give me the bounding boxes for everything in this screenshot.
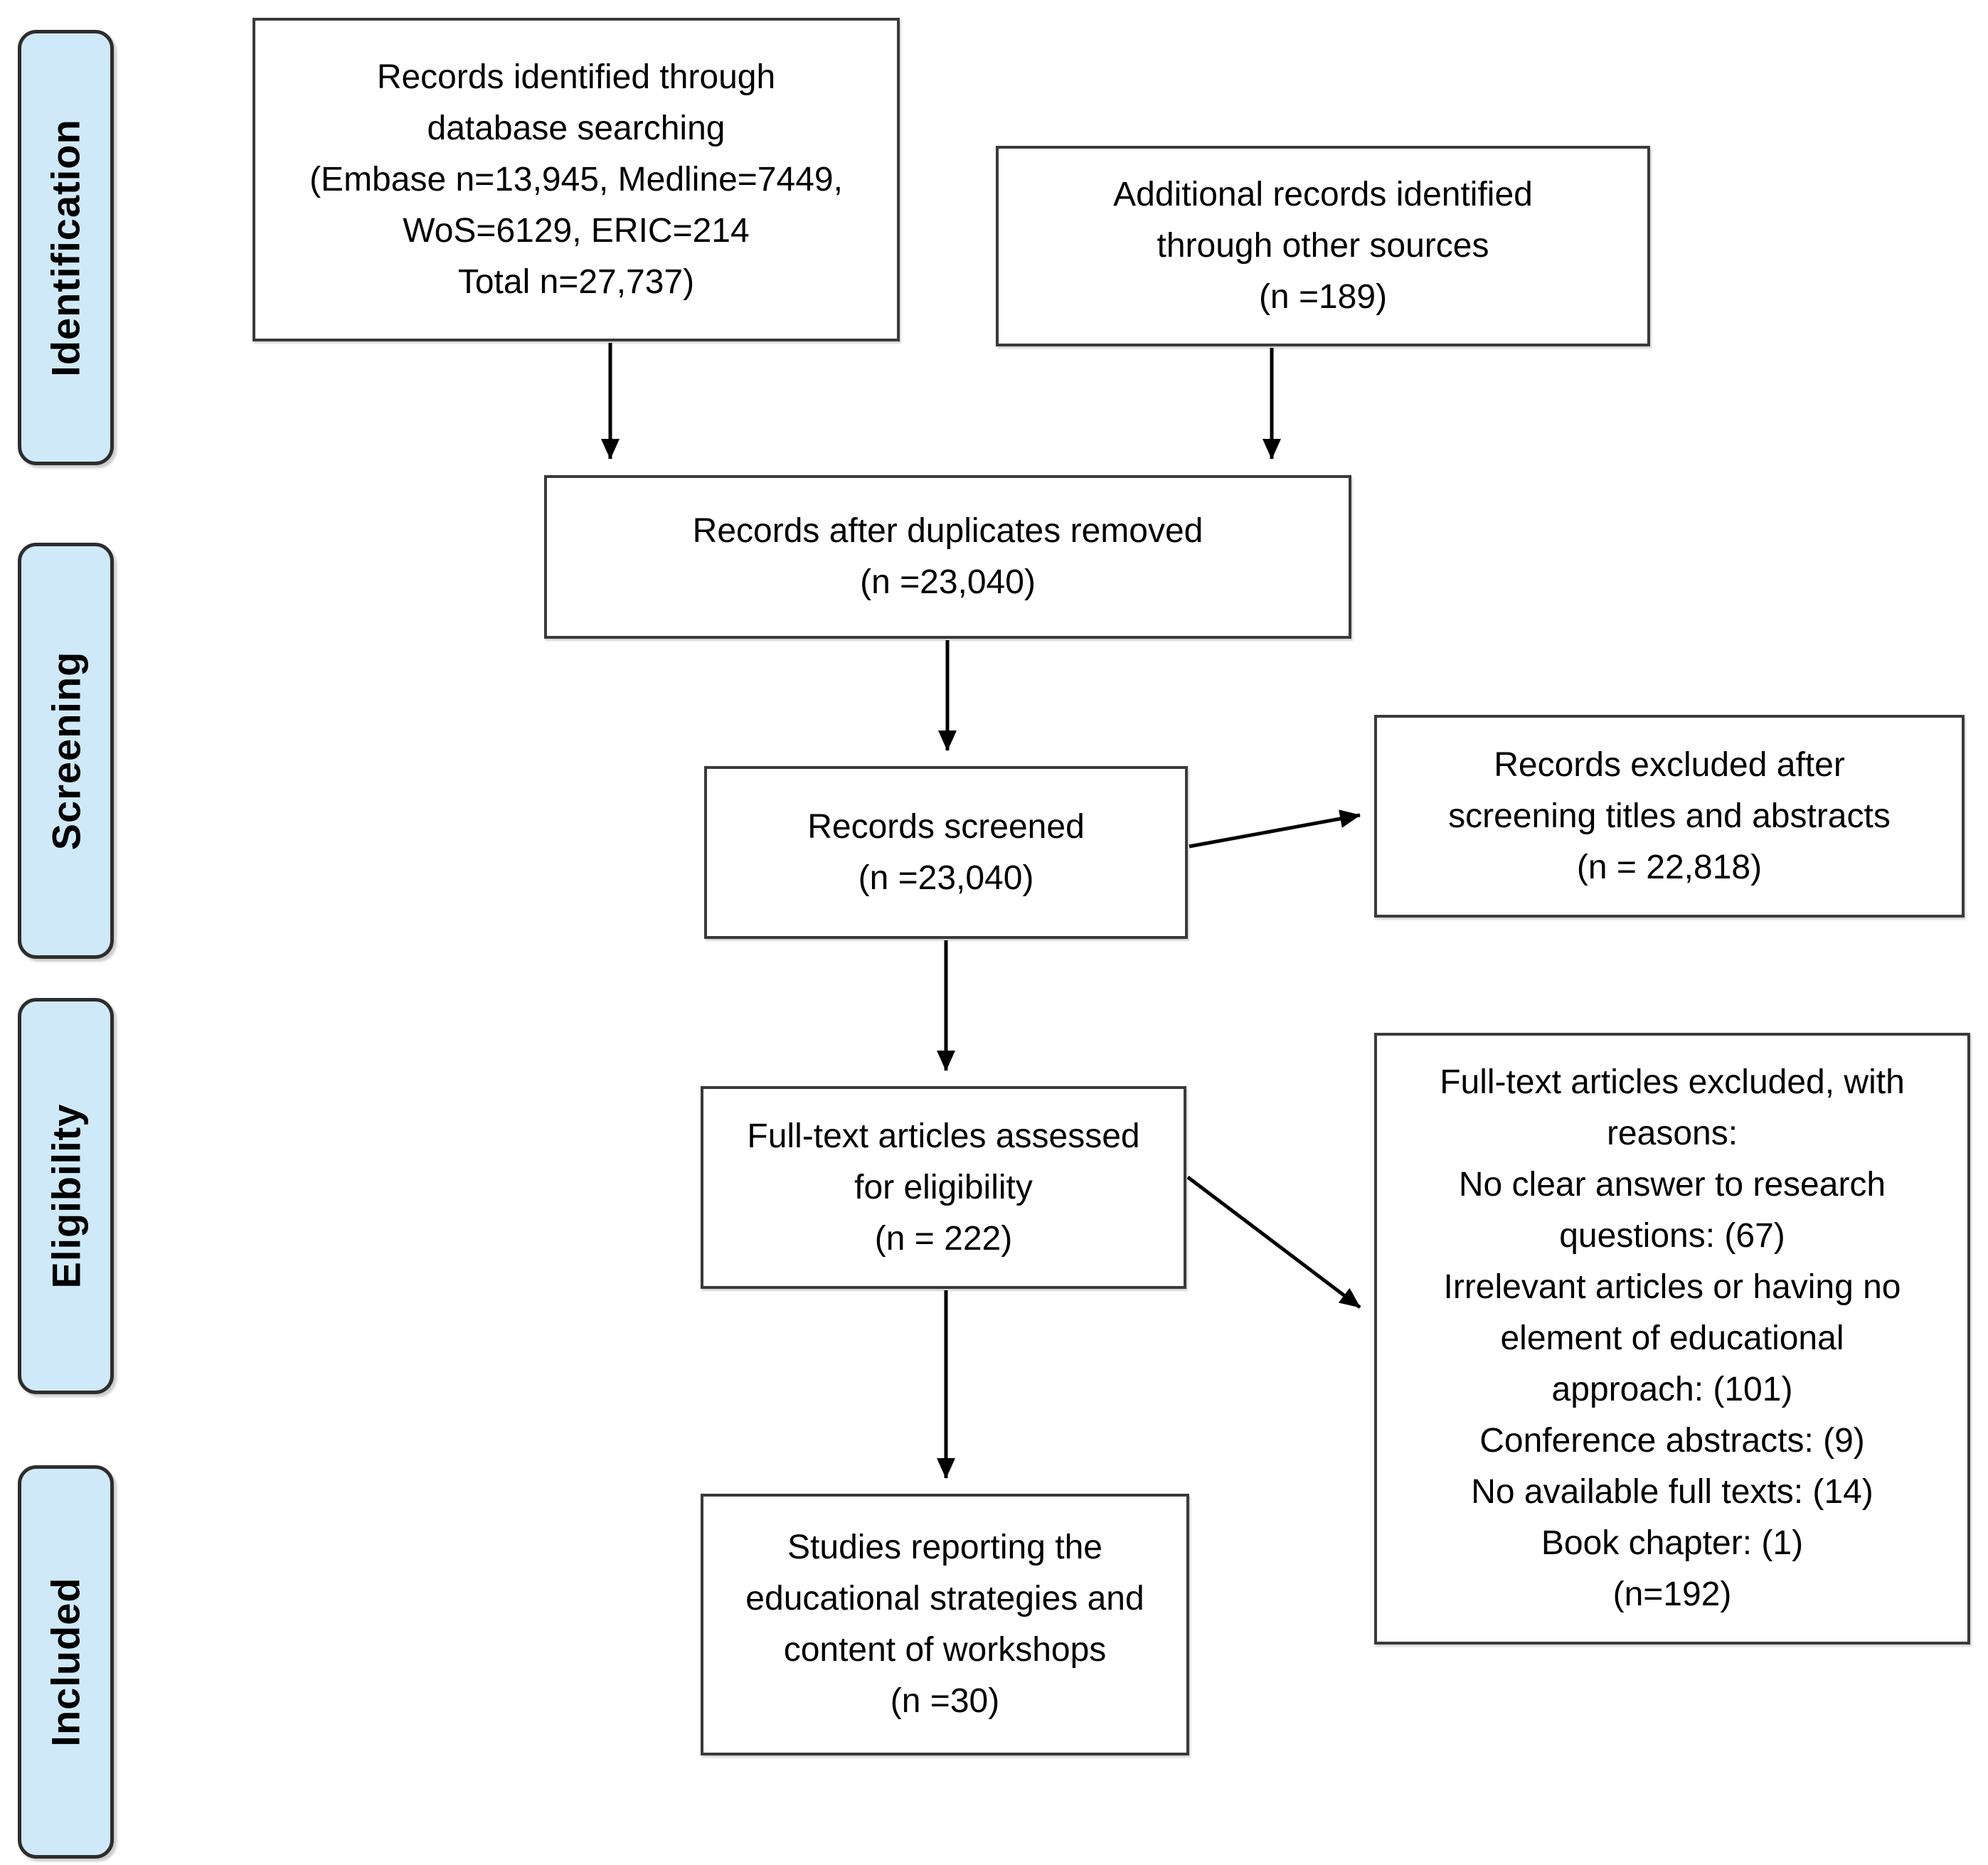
arrow-screened-to-excluded xyxy=(1189,809,1361,849)
box-fulltext-excluded: Full-text articles excluded, with reason… xyxy=(1374,1033,1970,1645)
stage-included: Included xyxy=(18,1465,114,1859)
box-included-studies: Studies reporting the educational strate… xyxy=(701,1494,1189,1755)
stage-included-label: Included xyxy=(43,1577,89,1747)
box-records-excluded-after-screening: Records excluded after screening titles … xyxy=(1374,715,1965,918)
arrow-fulltext-to-excluded xyxy=(1186,1176,1361,1309)
stage-eligibility: Eligibility xyxy=(18,998,114,1394)
box-records-identified: Records identified through database sear… xyxy=(253,18,900,341)
stage-identification: Identification xyxy=(18,30,114,465)
stage-identification-label: Identification xyxy=(43,118,89,377)
box-additional-records: Additional records identified through ot… xyxy=(996,146,1650,346)
box-records-screened: Records screened (n =23,040) xyxy=(704,766,1188,939)
stage-screening: Screening xyxy=(18,543,114,959)
box-records-after-duplicates: Records after duplicates removed (n =23,… xyxy=(544,475,1351,639)
box-fulltext-assessed: Full-text articles assessed for eligibil… xyxy=(701,1086,1186,1289)
stage-eligibility-label: Eligibility xyxy=(43,1103,89,1289)
stage-screening-label: Screening xyxy=(43,651,89,851)
